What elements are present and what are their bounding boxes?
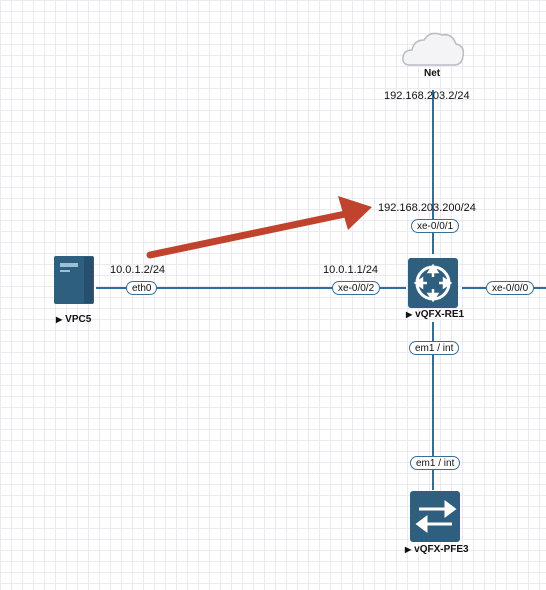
node-name-net: Net <box>424 68 441 79</box>
expand-triangle-icon[interactable]: ▶ <box>405 545 412 554</box>
node-name-pfe: ▶vQFX-PFE3 <box>405 544 469 555</box>
router-icon[interactable] <box>408 258 458 308</box>
net-ip-label: 192.168.203.2/24 <box>384 90 470 102</box>
vpcs-name: VPC5 <box>65 314 92 325</box>
port-badge-eth0[interactable]: eth0 <box>126 281 158 295</box>
re-name: vQFX-RE1 <box>415 309 465 320</box>
re-left-ip-label: 10.0.1.1/24 <box>323 264 379 276</box>
node-name-vpcs: ▶VPC5 <box>56 314 91 325</box>
computer-icon[interactable] <box>54 256 94 304</box>
highlight-arrow <box>146 196 372 259</box>
switch-icon[interactable] <box>410 491 460 542</box>
node-name-re: ▶vQFX-RE1 <box>406 309 464 320</box>
expand-triangle-icon[interactable]: ▶ <box>56 315 63 324</box>
port-badge-em1-re[interactable]: em1 / int <box>409 341 460 355</box>
re-top-ip-label: 192.168.203.200/24 <box>378 202 476 214</box>
port-badge-xe-0-0-2[interactable]: xe-0/0/2 <box>332 281 381 295</box>
pfe-name: vQFX-PFE3 <box>414 544 469 555</box>
expand-triangle-icon[interactable]: ▶ <box>406 310 413 319</box>
port-badge-xe-0-0-0[interactable]: xe-0/0/0 <box>486 281 535 295</box>
port-badge-em1-pfe[interactable]: em1 / int <box>410 456 461 470</box>
cloud-icon[interactable] <box>402 32 465 66</box>
port-badge-xe-0-0-1[interactable]: xe-0/0/1 <box>411 219 460 233</box>
vpcs-ip-label: 10.0.1.2/24 <box>110 264 166 276</box>
